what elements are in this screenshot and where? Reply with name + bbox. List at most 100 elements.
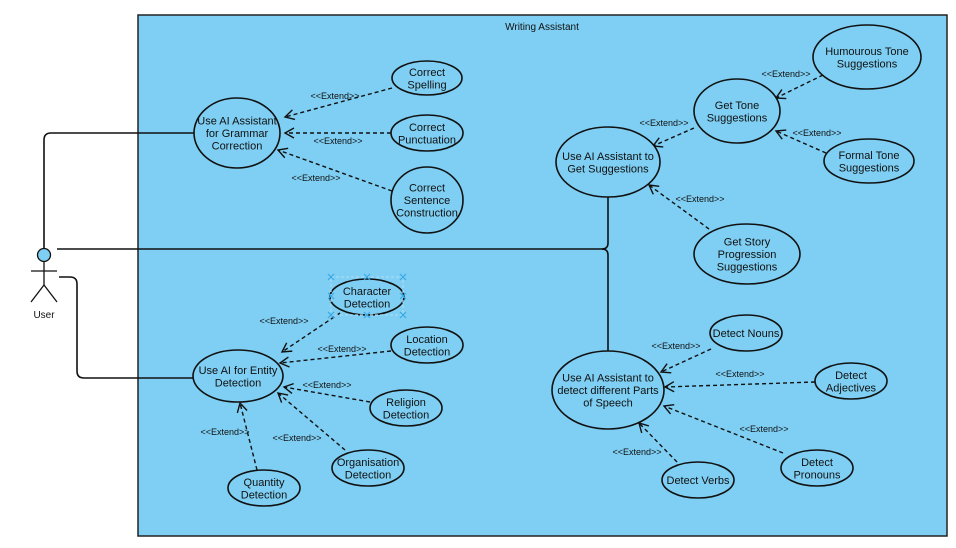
extend-label: <<Extend>> (291, 173, 340, 183)
resize-handle-icon[interactable] (363, 273, 371, 281)
extend-arrow (280, 312, 341, 353)
extend-relations: <<Extend>><<Extend>><<Extend>><<Extend>>… (200, 69, 842, 471)
extend-religion-to-entity[interactable]: <<Extend>> (282, 380, 371, 403)
use-case-label: Detect Nouns (713, 328, 780, 340)
use-case-label: Use AI Assistant (197, 116, 276, 128)
use-case-verbs[interactable]: Detect Verbs (661, 461, 735, 499)
resize-handle-icon[interactable] (399, 273, 407, 281)
use-case-label: Construction (396, 208, 458, 220)
extend-label: <<Extend>> (200, 427, 249, 437)
use-case-ellipse (814, 362, 888, 400)
extend-character-to-entity[interactable]: <<Extend>> (259, 312, 341, 353)
extend-label: <<Extend>> (612, 447, 661, 457)
use-case-label: Get Suggestions (567, 163, 649, 175)
extend-humour-to-tone[interactable]: <<Extend>> (761, 69, 824, 100)
extend-location-to-entity[interactable]: <<Extend>> (278, 344, 392, 368)
extend-sentence-to-grammar[interactable]: <<Extend>> (276, 147, 393, 192)
use-case-ellipse (369, 389, 443, 427)
extend-arrow (659, 348, 712, 374)
use-case-label: Detection (241, 489, 287, 501)
extend-arrow (283, 87, 393, 121)
system-boundary[interactable] (137, 14, 948, 537)
use-case-label: Adjectives (826, 382, 877, 394)
resize-handle-icon[interactable] (327, 311, 335, 319)
use-case-label: Correct (409, 122, 445, 134)
resize-handle-icon[interactable] (327, 273, 335, 281)
use-case-ellipse (331, 449, 405, 487)
association-lines (43, 132, 609, 379)
extend-spelling-to-grammar[interactable]: <<Extend>> (283, 87, 393, 121)
use-case-label: Organisation (337, 457, 399, 469)
extend-label: <<Extend>> (651, 341, 700, 351)
actor-user[interactable]: User (30, 247, 58, 322)
use-case-label: Correct (409, 183, 445, 195)
use-case-label: for Grammar (206, 128, 269, 140)
extend-adjectives-to-pos[interactable]: <<Extend>> (663, 369, 816, 393)
use-case-label: Detect Verbs (667, 475, 730, 487)
extend-label: <<Extend>> (739, 424, 788, 434)
extend-story-to-suggestions[interactable]: <<Extend>> (647, 184, 725, 230)
use-case-ellipse (391, 60, 463, 96)
actor-label: User (33, 310, 55, 321)
use-case-ellipse (693, 223, 801, 285)
extend-formal-to-tone[interactable]: <<Extend>> (774, 128, 842, 154)
extend-punctuation-to-grammar[interactable]: <<Extend>> (283, 127, 391, 146)
extend-organisation-to-entity[interactable]: <<Extend>> (272, 392, 346, 451)
use-case-ellipse (823, 138, 915, 184)
association-user-to-grammar[interactable] (43, 132, 194, 248)
association-user-to-pos[interactable] (601, 248, 609, 351)
use-case-label: Punctuation (398, 134, 456, 146)
use-case-label: Formal Tone (839, 150, 900, 162)
use-case-label: Use AI Assistant to (562, 151, 654, 163)
use-case-ellipse (390, 166, 464, 234)
use-case-label: Detection (215, 377, 261, 389)
use-case-label: Detection (383, 409, 429, 421)
extend-label: <<Extend>> (317, 344, 366, 354)
association-user-to-entity[interactable] (59, 276, 193, 379)
actor-head-icon (36, 247, 52, 263)
resize-handle-icon[interactable] (363, 311, 371, 319)
resize-handle-icon[interactable] (327, 292, 335, 300)
use-case-label: Detection (404, 346, 450, 358)
use-case-nouns[interactable]: Detect Nouns (709, 314, 783, 352)
use-case-ellipse (227, 469, 301, 507)
extend-label: <<Extend>> (302, 380, 351, 390)
use-case-label: Location (406, 334, 448, 346)
resize-handle-icon[interactable] (399, 292, 407, 300)
extend-quantity-to-entity[interactable]: <<Extend>> (200, 401, 258, 471)
extend-arrow (774, 74, 824, 100)
extend-arrow (662, 403, 784, 454)
use-case-ellipse (193, 97, 281, 169)
extend-arrow (774, 129, 827, 154)
use-case-ellipse (693, 78, 781, 144)
use-case-label: Detect (801, 457, 833, 469)
extend-arrow (647, 184, 710, 230)
extend-nouns-to-pos[interactable]: <<Extend>> (651, 341, 712, 374)
use-case-label: of Speech (583, 398, 633, 410)
extend-pronouns-to-pos[interactable]: <<Extend>> (662, 403, 789, 454)
use-case-label: Progression (718, 249, 777, 261)
extend-tone-to-suggestions[interactable]: <<Extend>> (639, 118, 695, 148)
extend-verbs-to-pos[interactable]: <<Extend>> (612, 421, 678, 463)
resize-handle-icon[interactable] (399, 311, 407, 319)
use-case-label: Suggestions (707, 112, 768, 124)
